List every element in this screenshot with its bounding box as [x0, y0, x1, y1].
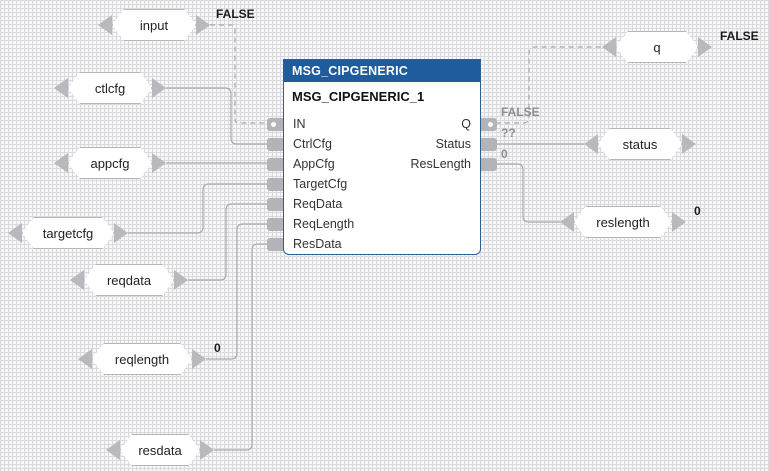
pin-out-Q[interactable] — [481, 117, 497, 131]
pin-in-ReqData[interactable] — [267, 197, 283, 211]
variable-cap-right — [200, 440, 214, 460]
variable-cap-right — [682, 134, 696, 154]
variable-cap-right — [152, 153, 166, 173]
variable-cap-left — [98, 15, 112, 35]
pin-out-ResLength[interactable] — [481, 157, 497, 171]
value-label-reqlength: 0 — [214, 341, 221, 355]
variable-label: reqlength — [114, 351, 170, 367]
variable-cap-right — [698, 37, 712, 57]
wire-q-to-q — [496, 46, 602, 124]
function-block-type-name: MSG_CIPGENERIC — [284, 60, 480, 82]
pin-row-targetcfg: TargetCfg — [267, 174, 480, 194]
pin-row-reqdata: ReqData — [267, 194, 480, 214]
variable-body: input — [112, 9, 196, 41]
variable-body: ctlcfg — [68, 72, 152, 104]
variable-body: reslength — [574, 206, 672, 238]
variable-cap-left — [106, 440, 120, 460]
variable-cap-left — [54, 78, 68, 98]
value-label-input: FALSE — [216, 7, 255, 21]
wire-reqlength-to-reqlength — [206, 223, 268, 360]
pin-label-IN: IN — [293, 117, 306, 131]
variable-body: status — [598, 128, 682, 160]
variable-ctlcfg[interactable]: ctlcfg — [54, 72, 166, 104]
variable-body: resdata — [120, 434, 200, 466]
variable-q[interactable]: q — [602, 31, 712, 63]
pin-out-Status[interactable] — [481, 137, 497, 151]
variable-label: ctlcfg — [94, 80, 126, 96]
variable-cap-right — [174, 270, 188, 290]
variable-body: reqdata — [84, 264, 174, 296]
value-label-q: FALSE — [720, 29, 759, 43]
pin-label-ResLength: ResLength — [410, 157, 471, 171]
wire-reslength-to-reslength — [496, 163, 560, 223]
variable-cap-left — [54, 153, 68, 173]
pin-row-ctrlcfg-status: CtrlCfg Status — [267, 134, 497, 154]
variable-body: appcfg — [68, 147, 152, 179]
variable-label: reqdata — [106, 272, 152, 288]
variable-targetcfg[interactable]: targetcfg — [8, 217, 128, 249]
variable-label: appcfg — [90, 155, 130, 171]
variable-label: status — [622, 136, 658, 152]
variable-cap-left — [602, 37, 616, 57]
pin-in-AppCfg[interactable] — [267, 157, 283, 171]
pin-label-ReqLength: ReqLength — [293, 217, 355, 231]
pin-in-ReqLength[interactable] — [267, 217, 283, 231]
pin-label-Status: Status — [435, 137, 471, 151]
variable-label: input — [139, 17, 169, 33]
value-label-out-reslength: 0 — [501, 147, 508, 161]
function-block-pins: IN Q CtrlCfg Status AppCfg ResLength Tar… — [267, 114, 497, 254]
variable-cap-right — [114, 223, 128, 243]
wire-ctlcfg-to-ctrlcfg — [166, 87, 268, 145]
variable-cap-right — [672, 212, 686, 232]
pin-row-appcfg-reslength: AppCfg ResLength — [267, 154, 497, 174]
variable-input[interactable]: input — [98, 9, 210, 41]
wire-reqdata-to-reqdata — [188, 203, 268, 281]
pin-in-CtrlCfg[interactable] — [267, 137, 283, 151]
pin-in-ResData[interactable] — [267, 237, 283, 251]
pin-label-ReqData: ReqData — [293, 197, 343, 211]
pin-label-TargetCfg: TargetCfg — [293, 177, 348, 191]
function-block-instance-name: MSG_CIPGENERIC_1 — [292, 89, 425, 104]
variable-reqdata[interactable]: reqdata — [70, 264, 188, 296]
variable-cap-left — [8, 223, 22, 243]
pin-label-ResData: ResData — [293, 237, 342, 251]
variable-body: q — [616, 31, 698, 63]
pin-row-resdata: ResData — [267, 234, 480, 254]
value-label-out-q: FALSE — [501, 105, 540, 119]
variable-body: targetcfg — [22, 217, 114, 249]
variable-resdata[interactable]: resdata — [106, 434, 214, 466]
variable-reqlength[interactable]: reqlength — [78, 343, 206, 375]
wire-input-to-in — [210, 24, 268, 124]
wire-resdata-to-resdata — [214, 243, 268, 451]
pin-label-AppCfg: AppCfg — [293, 157, 335, 171]
wire-targetcfg-to-targetcfg — [128, 183, 268, 234]
variable-cap-left — [560, 212, 574, 232]
variable-cap-right — [196, 15, 210, 35]
variable-label: resdata — [138, 442, 182, 458]
pin-in-TargetCfg[interactable] — [267, 177, 283, 191]
variable-status[interactable]: status — [584, 128, 696, 160]
variable-reslength[interactable]: reslength — [560, 206, 686, 238]
pin-in-IN[interactable] — [267, 117, 283, 131]
variable-cap-left — [584, 134, 598, 154]
variable-cap-right — [192, 349, 206, 369]
pin-label-CtrlCfg: CtrlCfg — [293, 137, 332, 151]
value-label-out-status: ?? — [501, 126, 516, 140]
variable-appcfg[interactable]: appcfg — [54, 147, 166, 179]
variable-label: q — [653, 39, 661, 55]
variable-cap-right — [152, 78, 166, 98]
value-label-reslength: 0 — [694, 204, 701, 218]
variable-label: targetcfg — [42, 225, 94, 241]
variable-cap-left — [78, 349, 92, 369]
variable-label: reslength — [596, 214, 650, 230]
pin-label-Q: Q — [461, 117, 471, 131]
variable-body: reqlength — [92, 343, 192, 375]
pin-row-in-q: IN Q — [267, 114, 497, 134]
pin-row-reqlength: ReqLength — [267, 214, 480, 234]
variable-cap-left — [70, 270, 84, 290]
function-block-msg-cipgeneric[interactable]: MSG_CIPGENERIC MSG_CIPGENERIC_1 IN Q Ctr… — [267, 59, 497, 255]
